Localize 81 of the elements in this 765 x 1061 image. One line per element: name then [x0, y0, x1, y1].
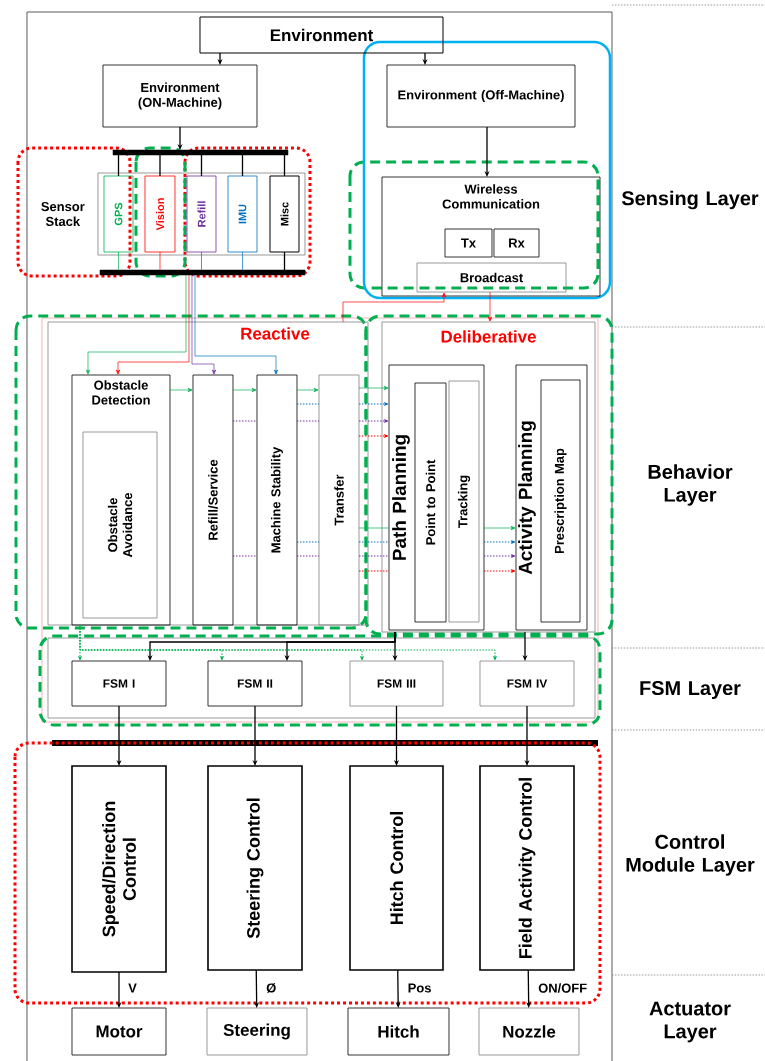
connector-line — [242, 251, 243, 271]
connector-line — [296, 555, 320, 557]
planning-box: Tracking — [448, 380, 480, 623]
fsm-box: FSM I — [71, 660, 167, 707]
arrow — [483, 525, 516, 531]
node-label: Sensor Stack — [41, 201, 85, 227]
connector-line — [200, 154, 203, 177]
arrow — [79, 624, 497, 661]
connector-line — [358, 541, 390, 543]
arrow — [358, 434, 389, 438]
connector-line — [358, 570, 390, 572]
control-box: Field Activity Control — [479, 765, 575, 971]
arrow — [342, 292, 447, 323]
arrow — [483, 540, 516, 544]
arrow — [296, 387, 319, 393]
connector-line — [296, 541, 320, 543]
edge-label: ON/OFF — [537, 982, 589, 994]
actuator-box: Hitch — [347, 1007, 450, 1056]
arrow — [232, 387, 257, 393]
connector-line — [296, 420, 320, 422]
sensor-box: IMU — [227, 175, 258, 253]
connector-line — [159, 154, 161, 177]
sensor-box: Refill — [186, 175, 217, 253]
arrow — [483, 554, 516, 558]
actuator-box: Motor — [71, 1007, 167, 1056]
connector-line — [241, 154, 244, 177]
connector-line — [296, 403, 320, 405]
behavior-box: Machine Stability — [256, 374, 298, 626]
layer-label: FSM Layer — [640, 681, 741, 700]
actuator-box: Steering — [206, 1007, 308, 1056]
arrow — [254, 969, 260, 1008]
connector-line — [283, 154, 286, 177]
arrow — [169, 387, 193, 393]
module-box: Tx — [444, 228, 493, 258]
behavior-box: Refill/Service — [192, 374, 234, 626]
connector-line — [159, 251, 161, 271]
connector-line — [232, 420, 258, 422]
fsm-box: FSM IV — [479, 660, 575, 707]
bus-bar — [99, 269, 306, 276]
connector-line — [358, 555, 390, 557]
arrow — [483, 569, 516, 573]
planning-box: Point to Point — [414, 382, 447, 623]
sensor-box: GPS — [103, 175, 134, 253]
connector-line — [358, 527, 390, 529]
layer-label: Behavior Layer — [648, 464, 733, 506]
arrow — [85, 274, 187, 375]
arrow — [194, 274, 279, 375]
module-box: Rx — [493, 228, 540, 258]
fsm-box: FSM III — [349, 660, 444, 707]
behavior-box: Obstacle Avoidance — [82, 431, 158, 619]
edge-label: Pos — [406, 982, 433, 994]
arrow — [358, 402, 389, 406]
process-box: Environment — [199, 16, 444, 54]
planning-box: Prescription Map — [540, 379, 581, 623]
edge-label: V — [127, 982, 138, 994]
arrow — [191, 274, 217, 375]
layer-label: Actuator Layer — [649, 1001, 731, 1043]
arrow — [487, 291, 493, 322]
arrow — [526, 969, 532, 1008]
arrow — [358, 385, 389, 391]
process-box: Environment (ON-Machine) — [102, 64, 258, 128]
behavior-box: Transfer — [318, 374, 360, 626]
fsm-box: FSM II — [207, 660, 303, 707]
connector-line — [283, 251, 286, 271]
layer-label: Control Module Layer — [626, 834, 755, 876]
layer-label: Sensing Layer — [621, 190, 759, 210]
control-box: Steering Control — [207, 765, 303, 971]
connector-line — [201, 251, 202, 271]
process-box: Environment (Off-Machine) — [386, 64, 576, 128]
module-box: Broadcast — [416, 262, 567, 293]
arrow — [115, 274, 190, 375]
control-box: Speed/Direction Control — [71, 765, 167, 973]
arrow — [358, 419, 389, 423]
sensor-box: Misc — [269, 175, 300, 253]
connector-line — [232, 555, 258, 557]
control-box: Hitch Control — [349, 765, 444, 971]
connector-line — [118, 251, 119, 271]
edge-label: Ø — [265, 982, 278, 994]
sensor-box: Vision — [144, 175, 176, 253]
actuator-box: Nozzle — [478, 1007, 580, 1056]
connector-line — [117, 154, 120, 177]
